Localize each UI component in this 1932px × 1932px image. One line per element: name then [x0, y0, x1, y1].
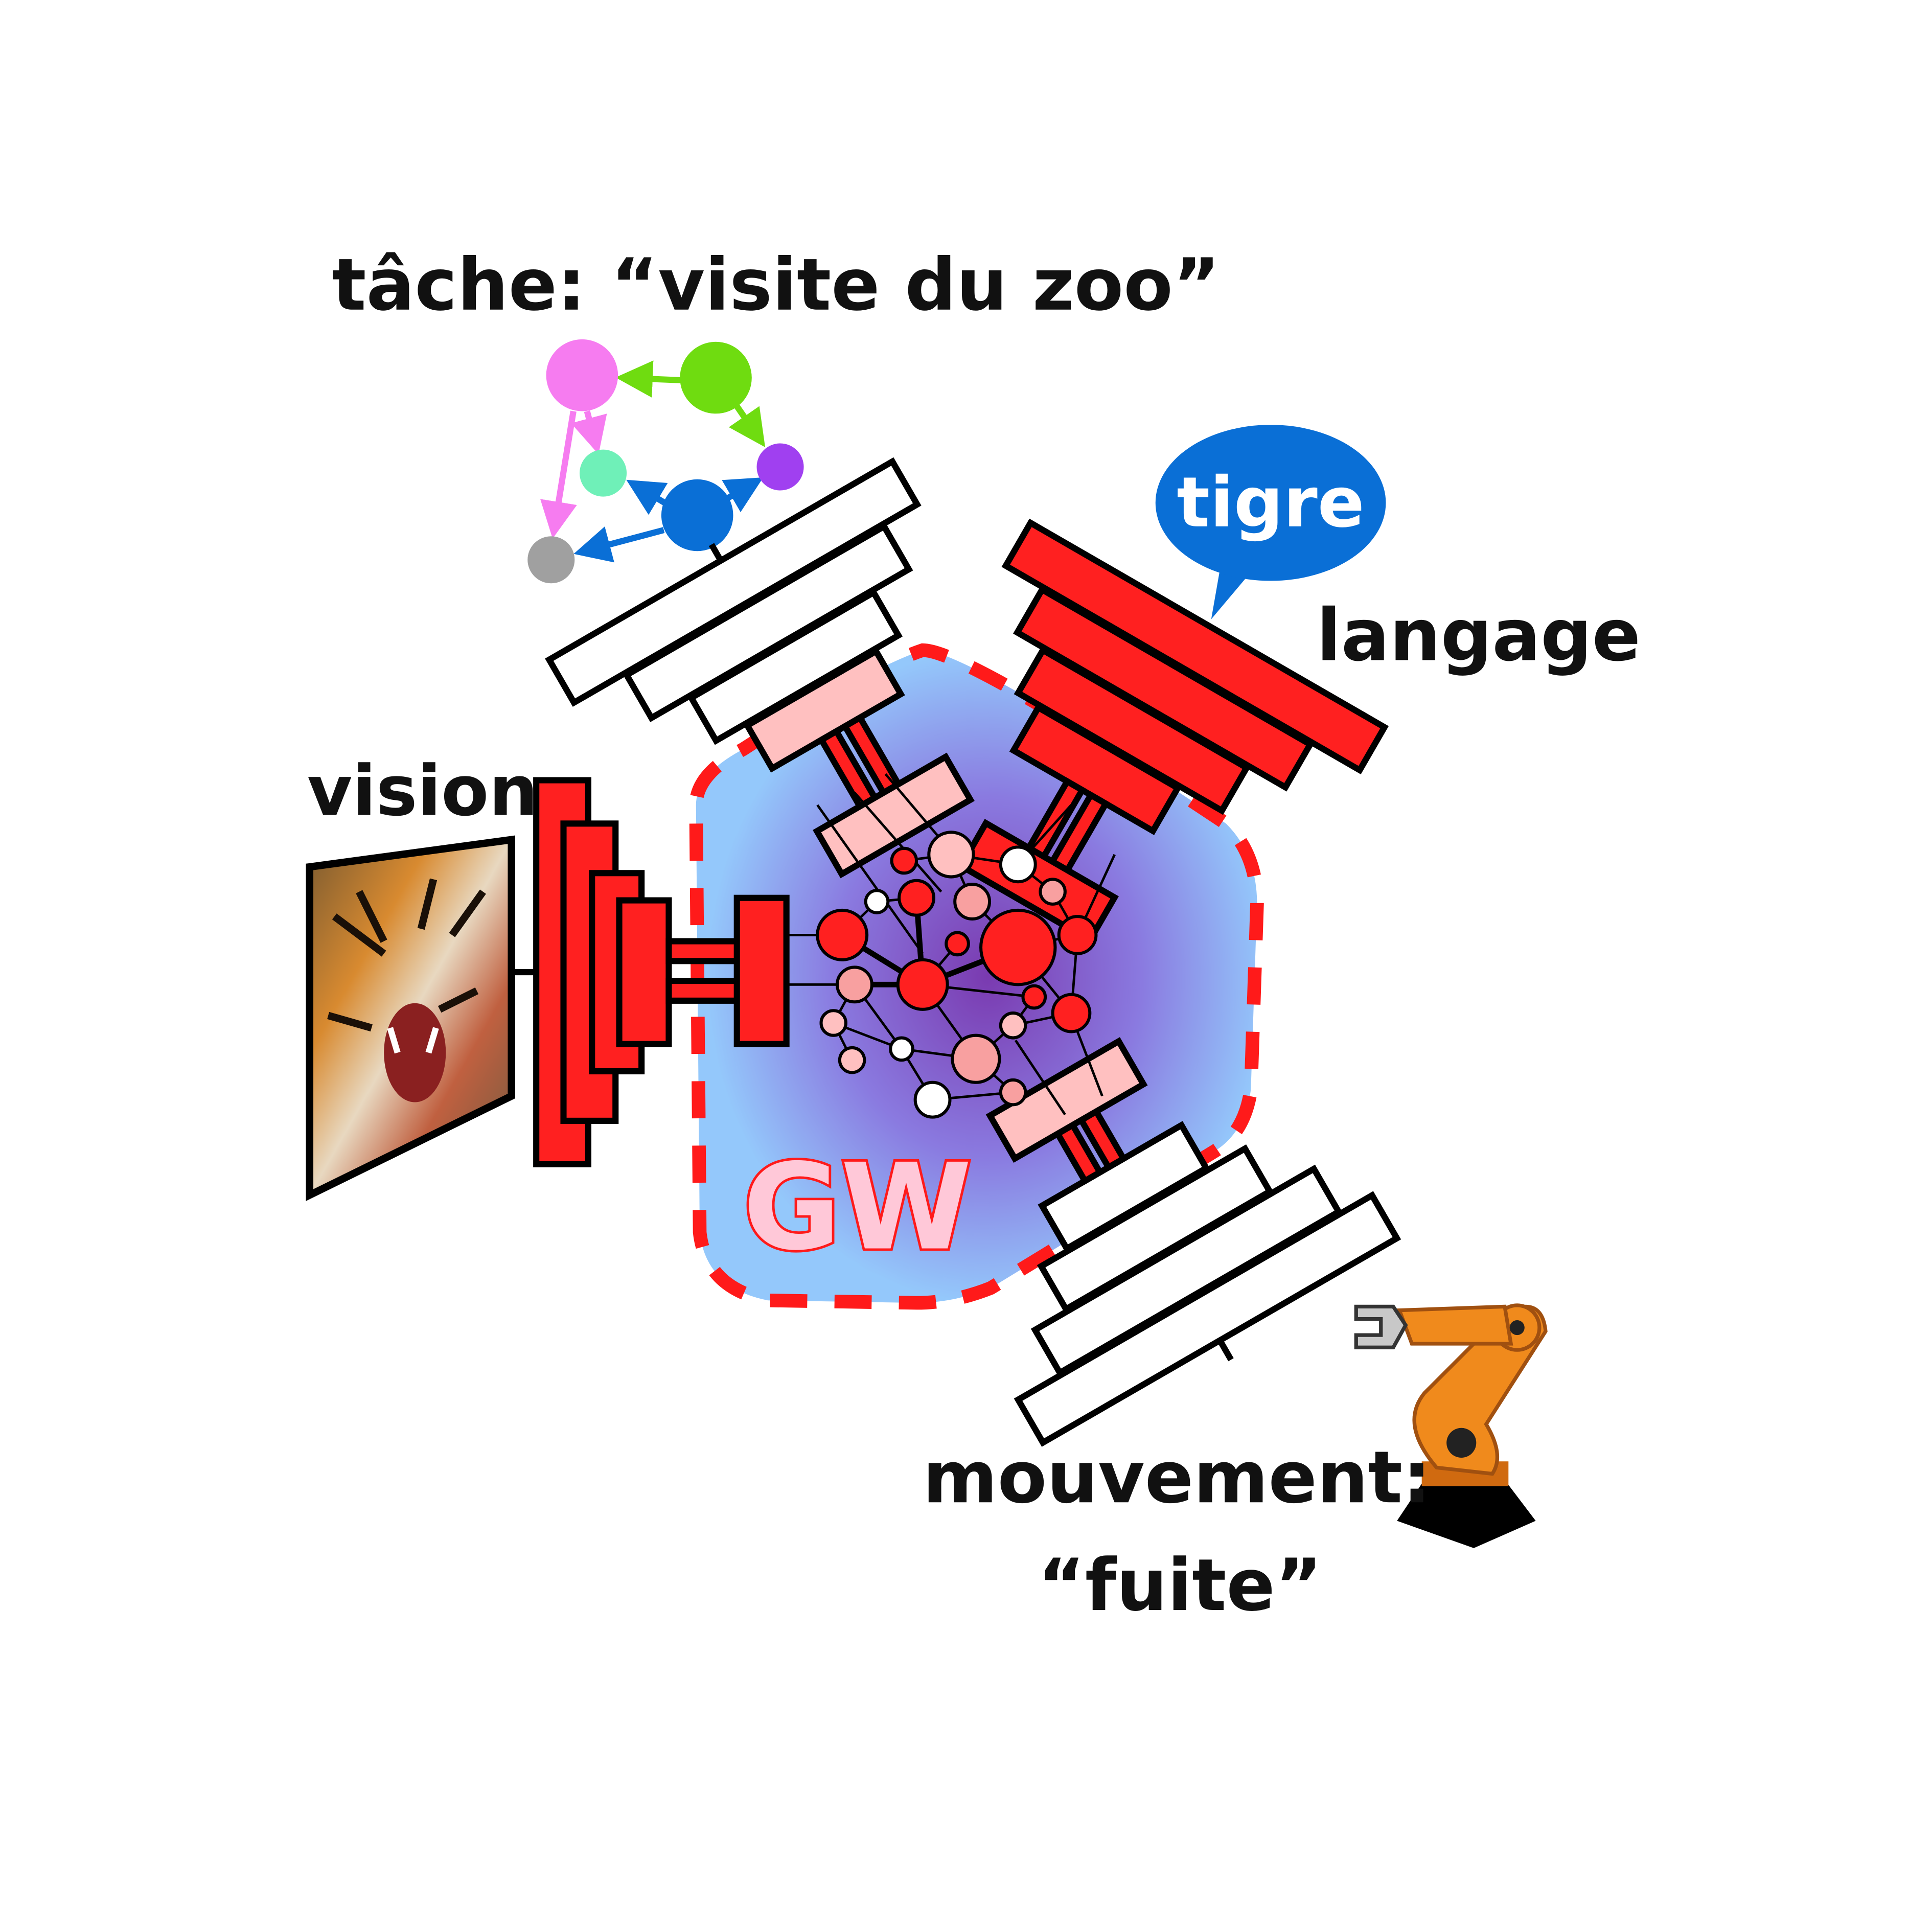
network-node: [1057, 915, 1098, 955]
task-label: tâche: “visite du zoo”: [332, 244, 1220, 327]
network-node: [999, 845, 1037, 884]
network-node: [838, 1046, 866, 1074]
network-node: [890, 846, 918, 875]
task-node-blue: [661, 479, 733, 551]
task-node-purple: [756, 443, 804, 491]
movement-label: mouvement:: [923, 1436, 1431, 1520]
task-node-green: [680, 341, 752, 414]
vision-encoder-latent: [616, 897, 672, 1047]
task-node-gray: [527, 536, 575, 584]
robot-arm-icon: [1354, 1303, 1548, 1548]
network-node: [979, 908, 1057, 986]
network-node: [1051, 993, 1092, 1033]
network-node: [896, 958, 949, 1011]
task-node-teal: [580, 449, 627, 497]
task-gw-projection: [813, 752, 975, 879]
movement-gw-projection: [985, 1037, 1148, 1163]
language-label: langage: [1317, 594, 1641, 678]
network-node: [819, 1009, 847, 1037]
network-node: [945, 931, 970, 957]
network-node: [953, 883, 992, 921]
vision-label: vision: [307, 751, 538, 832]
network-node: [816, 908, 869, 961]
network-node: [889, 1036, 914, 1062]
network-node: [913, 1080, 952, 1119]
vision-encoder: [511, 777, 790, 1167]
workspace-network: [816, 831, 1098, 1119]
movement-decoder: [985, 1037, 1401, 1447]
tiger-image: [306, 835, 515, 1201]
network-node: [927, 831, 975, 879]
movement-value: “fuite”: [1038, 1544, 1323, 1627]
network-node: [1039, 878, 1067, 906]
speech-bubble: tigre: [1155, 425, 1386, 619]
network-node: [999, 1011, 1027, 1040]
vision-connector-b: [665, 978, 742, 1004]
task-encoder: [545, 457, 975, 879]
language-gw-projection: [957, 819, 1119, 945]
network-node: [898, 879, 936, 917]
network-node: [864, 889, 890, 914]
network-node: [1021, 984, 1047, 1010]
vision-gw-projection: [733, 894, 790, 1047]
network-node: [951, 1033, 1001, 1084]
task-node-pink: [546, 339, 618, 411]
speech-bubble-text: tigre: [1177, 463, 1364, 543]
task-graph: [527, 339, 804, 584]
network-node: [999, 1078, 1027, 1107]
workspace-label: GW: [743, 1138, 972, 1276]
vision-connector-a: [665, 938, 742, 964]
network-node: [835, 965, 873, 1004]
